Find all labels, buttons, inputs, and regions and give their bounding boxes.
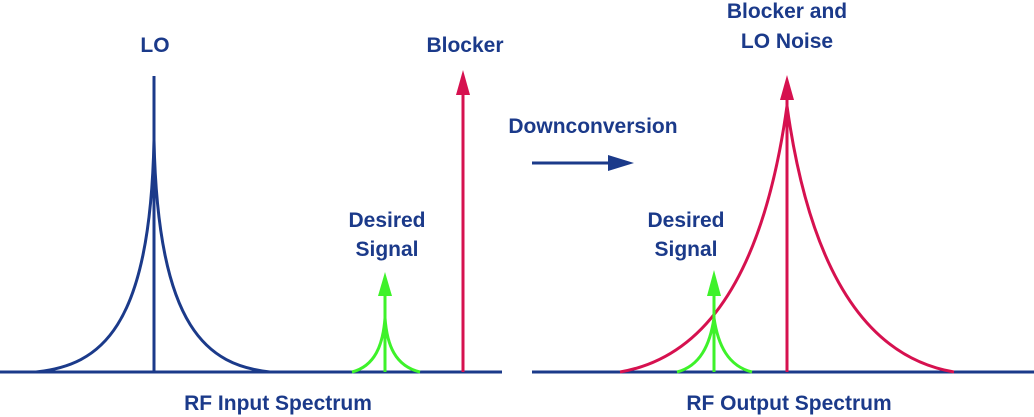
desired-signal-arrowhead-left [378, 272, 392, 296]
lo-label: LO [140, 34, 169, 57]
desired-signal-label-right-2: Signal [654, 238, 717, 261]
downconversion-label: Downconversion [508, 115, 677, 138]
rf-input-spectrum-label: RF Input Spectrum [184, 392, 372, 415]
blocker-arrowhead [456, 70, 470, 95]
desired-signal-arrowhead-right [707, 270, 721, 296]
desired-signal-label-right-1: Desired [647, 209, 724, 232]
desired-signal-label-left-1: Desired [348, 209, 425, 232]
blocker-lo-noise-label-2: LO Noise [741, 30, 833, 53]
downconversion-arrowhead [608, 155, 634, 171]
downconverted-blocker-arrowhead [780, 75, 794, 100]
desired-signal-label-left-2: Signal [355, 238, 418, 261]
blocker-label: Blocker [426, 34, 503, 57]
blocker-lo-noise-label-1: Blocker and [727, 0, 847, 23]
rf-output-spectrum-label: RF Output Spectrum [686, 392, 891, 415]
